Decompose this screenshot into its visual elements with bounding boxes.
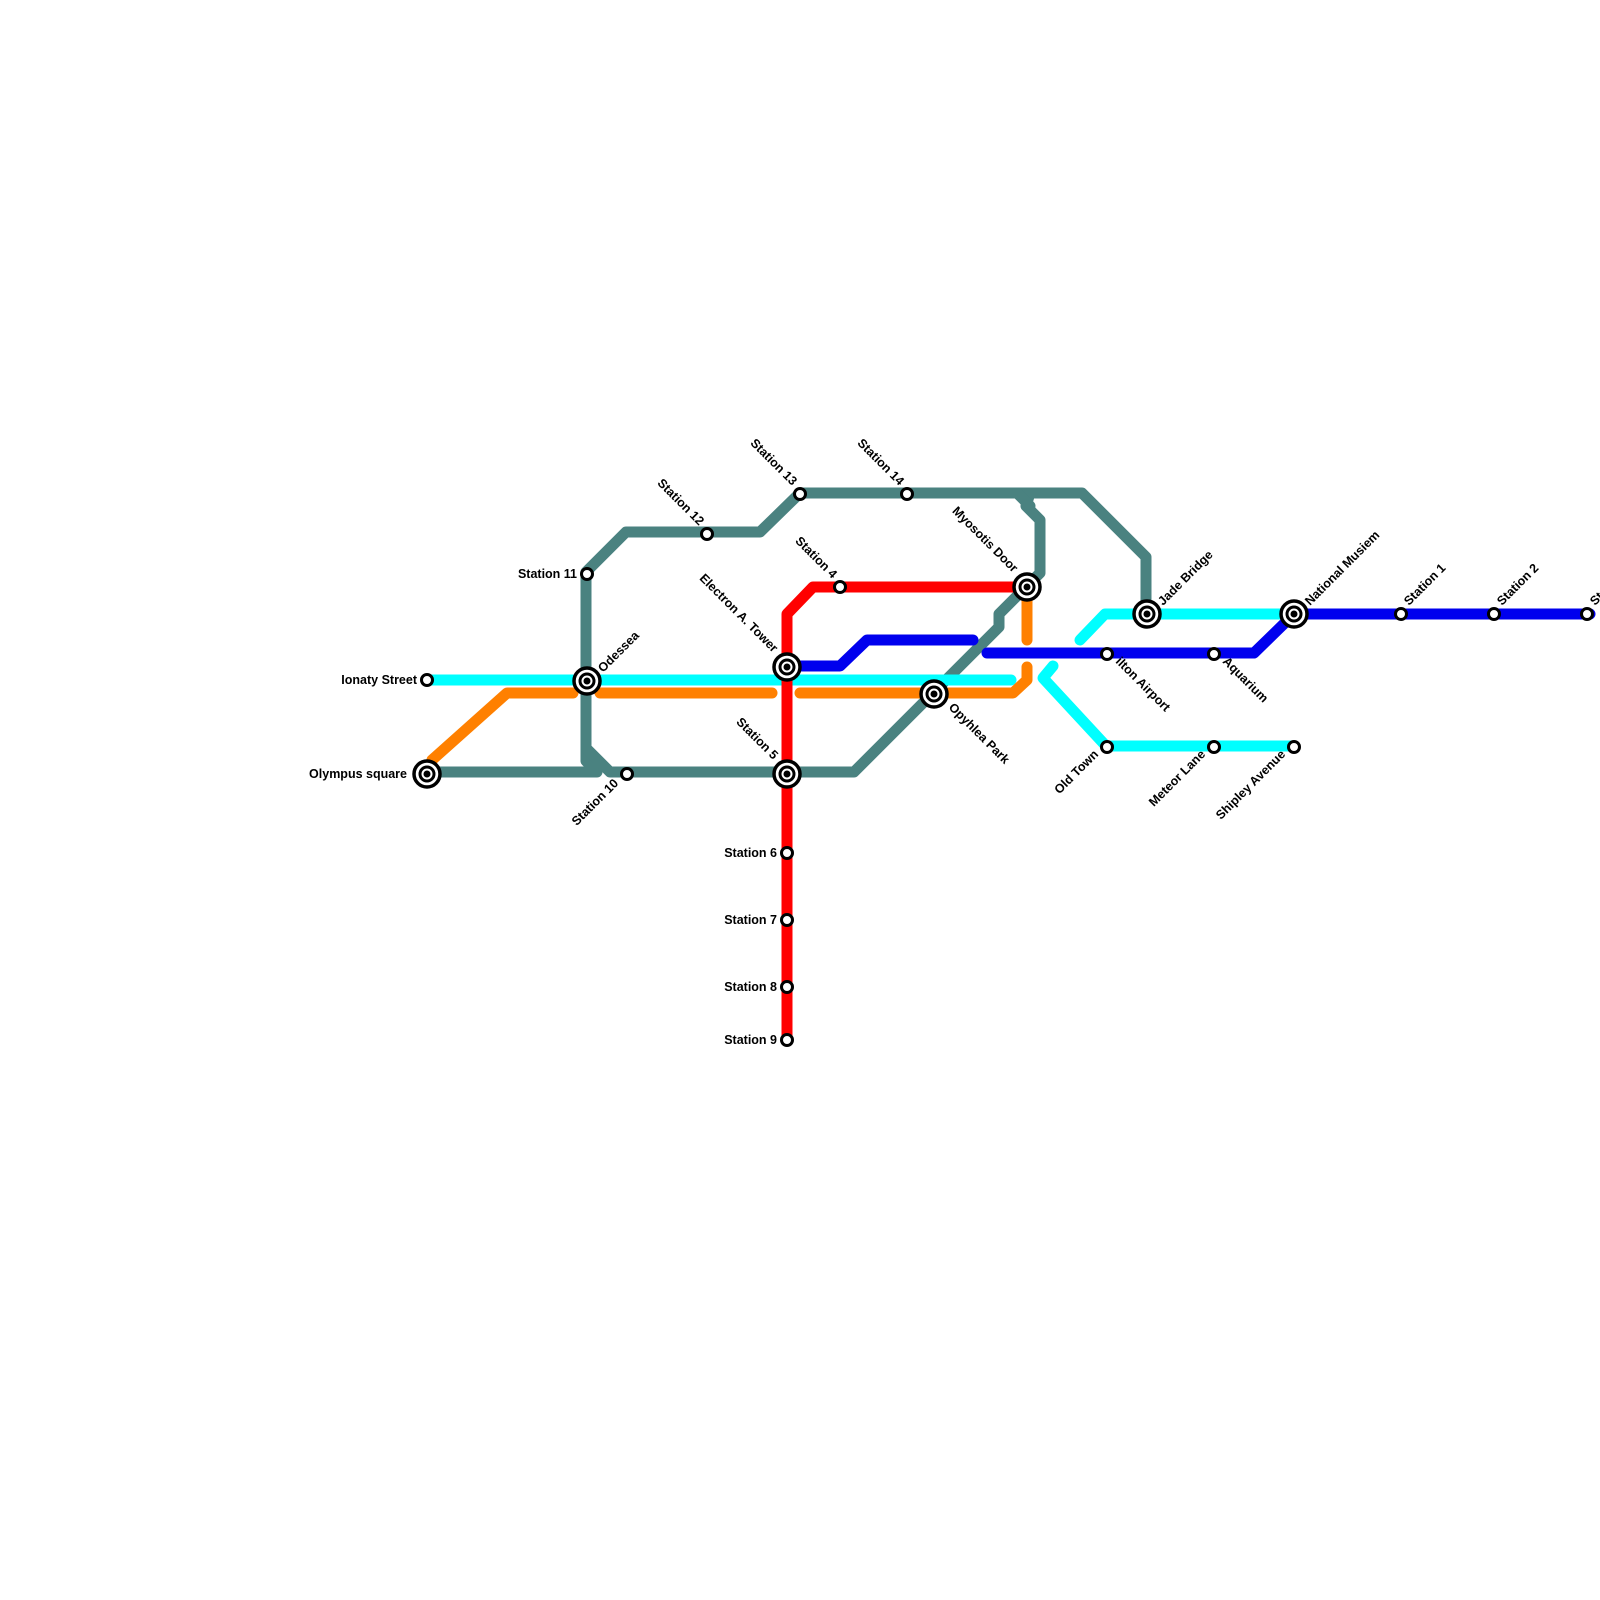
station-station-7[interactable]: Station 7 [724, 913, 794, 927]
station-label: Ionaty Street [341, 673, 418, 687]
interchange-dot [1143, 610, 1151, 618]
station-marker [1580, 607, 1594, 621]
station-marker [1487, 607, 1501, 621]
station-label: Opyhlea Park [946, 700, 1012, 766]
station-old-town[interactable]: Old Town [1052, 740, 1114, 797]
station-label: Station 14 [855, 436, 907, 488]
interchange-dot [930, 690, 938, 698]
station-station-6[interactable]: Station 6 [724, 846, 794, 860]
station-label: Jade Bridge [1155, 548, 1216, 609]
station-marker [780, 980, 794, 994]
station-label: St [1587, 589, 1600, 608]
station-label: Station 13 [748, 436, 800, 488]
station-label: Myosotis Door [949, 504, 1020, 575]
station-label: Station 6 [724, 846, 777, 860]
station-station-13[interactable]: Station 13 [748, 436, 807, 501]
blue-line [794, 634, 979, 672]
station-label: Meteor Lane [1146, 747, 1208, 809]
station-label: Shipley Avenue [1213, 747, 1288, 822]
interchange-dot [1023, 583, 1031, 591]
station-label: National Musiem [1302, 528, 1382, 608]
station-label: Station 8 [724, 980, 777, 994]
teal-line [424, 487, 1152, 778]
station-shipley-avenue[interactable]: Shipley Avenue [1213, 740, 1301, 823]
station-label: ilton Airport [1113, 654, 1174, 715]
red-line [781, 581, 1019, 1046]
station-marker [780, 846, 794, 860]
interchange-dot [783, 663, 791, 671]
teal-line-branch [1011, 487, 1036, 512]
station-label: Station 4 [793, 534, 840, 581]
station-marker [700, 527, 714, 541]
blue-line-east [981, 608, 1596, 659]
station-ionaty-street[interactable]: Ionaty Street [341, 673, 434, 687]
station-marker [1207, 647, 1221, 661]
station-marker [780, 1033, 794, 1047]
station-label: Station 11 [518, 567, 577, 581]
station-label: Station 10 [569, 776, 621, 828]
orange-line-east [794, 661, 1033, 699]
station-marker [780, 913, 794, 927]
station-label: Station 5 [734, 715, 781, 762]
station-label: Old Town [1052, 747, 1102, 797]
station-station-3-partial[interactable]: St [1580, 589, 1600, 621]
station-marker [900, 487, 914, 501]
station-label: Station 1 [1401, 561, 1448, 608]
interchange-dot [1290, 610, 1298, 618]
station-label: Olympus square [309, 767, 407, 781]
station-marker [1394, 607, 1408, 621]
station-marker [420, 673, 434, 687]
station-label: Station 12 [655, 476, 707, 528]
station-label: Aquarium [1220, 654, 1271, 705]
interchange-dot [783, 770, 791, 778]
station-label: Odessea [595, 628, 642, 675]
station-station-11[interactable]: Station 11 [518, 567, 594, 581]
station-label: Electron A. Tower [697, 571, 781, 655]
station-marker [1100, 647, 1114, 661]
station-meteor-lane[interactable]: Meteor Lane [1146, 740, 1221, 810]
cyan-line-south [1037, 660, 1298, 752]
station-olympus-square[interactable]: Olympus square [309, 759, 442, 789]
station-marker [833, 580, 847, 594]
orange-line [426, 687, 579, 766]
station-marker [1287, 740, 1301, 754]
station-label: Station 9 [724, 1033, 777, 1047]
station-marker [1100, 740, 1114, 754]
station-marker [580, 567, 594, 581]
station-marker [620, 767, 634, 781]
station-label: Station 7 [724, 913, 777, 927]
route-lines [422, 487, 1596, 1046]
station-station-8[interactable]: Station 8 [724, 980, 794, 994]
cyan-line-east [1074, 608, 1291, 646]
station-marker [1207, 740, 1221, 754]
station-label: Station 2 [1494, 561, 1541, 608]
interchange-dot [583, 677, 591, 685]
station-marker [793, 487, 807, 501]
station-station-9[interactable]: Station 9 [724, 1033, 794, 1047]
interchange-dot [423, 770, 431, 778]
